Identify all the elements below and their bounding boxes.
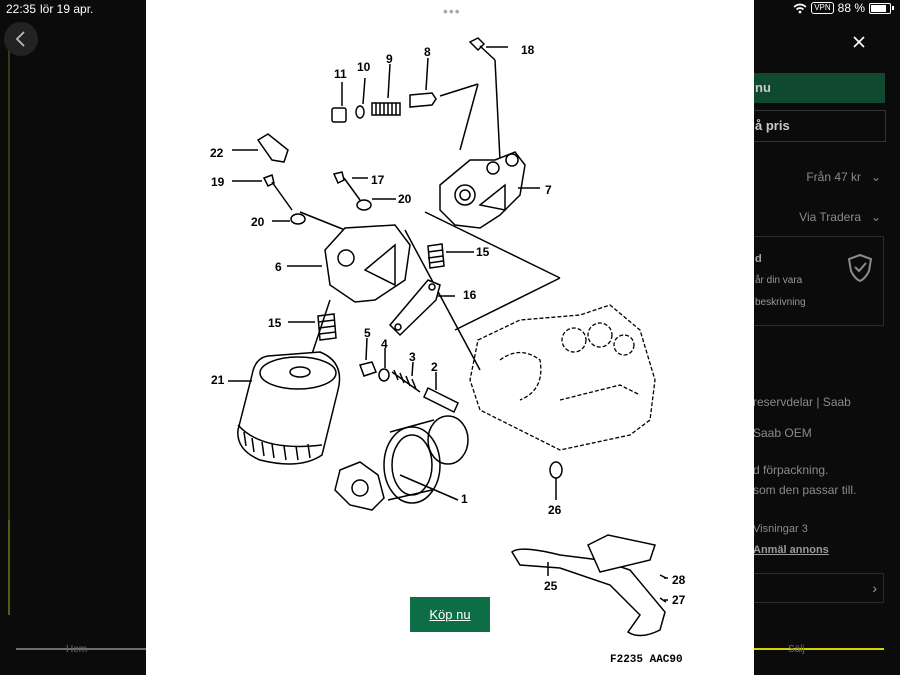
close-icon [853,36,865,48]
bg-protection-line1: år din vara [755,275,803,286]
buy-now-button[interactable]: Köp nu [410,597,490,632]
bg-brand: Saab OEM [753,426,812,440]
label-part-11: 11 [334,67,347,81]
label-part-19: 19 [211,175,225,189]
label-part-22: 22 [210,146,224,160]
label-part-7: 7 [545,183,552,197]
tab-sell: Sälj [788,644,805,655]
label-part-15-upper: 15 [476,245,490,259]
label-part-10: 10 [357,60,371,74]
wifi-icon [793,3,807,13]
label-part-8: 8 [424,45,431,59]
status-date: lör 19 apr. [40,2,94,16]
label-part-1: 1 [461,492,468,506]
label-part-27: 27 [672,593,686,607]
bg-bid-button: å pris [753,110,886,142]
image-viewer[interactable]: 1 2 3 4 5 6 7 8 9 10 11 15 15 16 17 18 1… [146,0,754,675]
chevron-down-icon: ⌄ [870,170,881,184]
status-time: 22:35 [6,2,37,16]
label-part-25: 25 [544,579,558,593]
label-part-21: 21 [211,373,225,387]
battery-icon [869,2,891,14]
label-part-18: 18 [521,43,535,57]
close-button[interactable] [845,28,873,56]
bg-row-box: › [753,573,884,603]
label-part-28: 28 [672,573,686,587]
label-part-9: 9 [386,52,393,66]
bg-shipping-price: Från 47 kr [806,170,861,184]
scroll-thumb [8,520,10,615]
chevron-right-icon: › [872,580,877,596]
bg-buy-button: nu [753,73,885,103]
bg-views: Visningar 3 [753,523,808,535]
battery-tip [892,6,894,10]
bg-report-link: Anmäl annons [753,544,829,556]
bg-protection-card: d år din vara beskrivning [753,236,884,326]
tab-bar-highlight [754,648,884,650]
bg-desc-line1: d förpackning. [753,463,829,477]
label-part-26: 26 [548,503,562,517]
bg-protection-line2: beskrivning [755,297,806,308]
label-part-20-right: 20 [398,192,412,206]
bg-category: reservdelar | Saab [753,395,851,409]
shield-icon [847,253,873,283]
bg-shipping-via: Via Tradera [799,210,861,224]
label-part-3: 3 [409,350,416,364]
battery-percent: 88 % [837,1,865,15]
label-part-15-lower: 15 [268,316,282,330]
label-part-2: 2 [431,360,438,374]
label-part-16: 16 [463,288,477,302]
scroll-track [8,40,10,615]
tab-home: Hem [66,644,88,655]
status-bar: 22:35 lör 19 apr. VPN 88 % [0,0,900,18]
bg-desc-line2: som den passar till. [753,483,857,497]
label-part-4: 4 [381,337,388,351]
label-part-17: 17 [371,173,385,187]
chevron-down-icon: ⌄ [870,210,881,224]
exploded-parts-diagram: 1 2 3 4 5 6 7 8 9 10 11 15 15 16 17 18 1… [210,37,686,666]
chevron-left-icon [15,31,25,47]
status-icons: VPN 88 % [793,1,894,15]
back-button[interactable] [4,22,38,56]
label-part-5: 5 [364,326,371,340]
bg-protection-title: d [755,253,762,265]
more-dots-icon[interactable]: ••• [443,3,461,19]
vpn-badge: VPN [811,2,834,14]
label-part-6: 6 [275,260,282,274]
drawing-code: F2235 AAC90 [610,654,683,666]
label-part-20-left: 20 [251,215,265,229]
